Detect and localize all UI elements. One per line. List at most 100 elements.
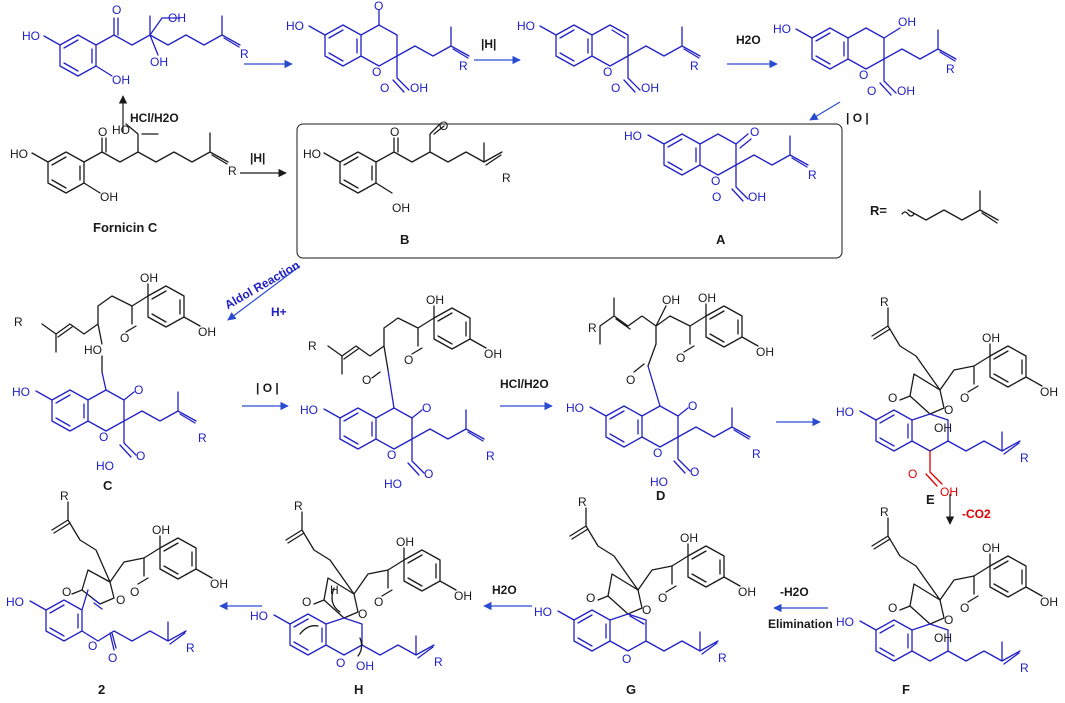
atom-oh: OH: [356, 659, 374, 673]
reagent-co2: -CO2: [962, 507, 991, 521]
atom-ho: HO: [650, 475, 668, 489]
reagent-aldol: Aldol Reaction: [222, 258, 302, 312]
atom-ho: HO: [84, 343, 102, 357]
atom-o: O: [99, 430, 108, 444]
atom-r: R: [228, 164, 237, 178]
atom-ho: HO: [836, 405, 854, 419]
atom-r: R: [186, 641, 195, 655]
atom-o: O: [108, 651, 117, 665]
structure-b: HO OH O O R B: [303, 119, 511, 247]
atom-ho: HO: [96, 459, 114, 473]
atom-oh: OH: [898, 15, 916, 29]
atom-o: O: [750, 125, 759, 139]
atom-o: O: [653, 446, 662, 460]
atom-o: O: [642, 603, 651, 617]
reagent-hcl-mid: HCl/H2O: [500, 377, 549, 391]
atom-o: O: [120, 331, 129, 345]
atom-oh: OH: [152, 523, 170, 537]
atom-r: R: [588, 321, 597, 335]
atom-oh: OH: [100, 190, 118, 204]
structure-c: OH OH O HO R O HO O HO O R C: [12, 271, 216, 493]
atom-o: O: [688, 399, 697, 413]
atom-o: O: [690, 465, 699, 479]
atom-o: O: [908, 467, 917, 481]
reagent-h-mid: |H|: [250, 151, 265, 165]
atom-oh: OH: [150, 55, 168, 69]
atom-r: R: [308, 339, 317, 353]
atom-o: O: [867, 84, 876, 98]
reagent-hplus: H+: [271, 305, 287, 319]
atom-o: O: [944, 613, 953, 627]
structure-a: HO O O O OH R A: [624, 125, 817, 247]
structure-fornicin-c: HO OH O HO R Fornicin C: [10, 123, 237, 235]
atom-o: O: [888, 391, 897, 405]
atom-ho: HO: [10, 147, 28, 161]
atom-ho: HO: [773, 22, 791, 36]
atom-o: O: [626, 373, 635, 387]
reagent-elimination: Elimination: [768, 617, 833, 631]
atom-ho: HO: [624, 129, 642, 143]
atom-o: O: [676, 351, 685, 365]
atom-r: R: [578, 495, 587, 509]
structure-f: OH OH O O O OH R HO R F: [836, 505, 1058, 697]
atom-r: R: [718, 651, 727, 665]
atom-oh: OH: [484, 347, 502, 361]
atom-o: O: [374, 0, 383, 13]
atom-o: O: [888, 601, 897, 615]
label-h: H: [354, 682, 363, 697]
atom-o: O: [390, 125, 399, 139]
atom-o: O: [387, 448, 396, 462]
atom-r: R: [880, 295, 889, 309]
atom-oh: OH: [1040, 385, 1058, 399]
structure-chromanone: HO O O O OH R: [286, 0, 470, 95]
atom-o: O: [944, 403, 953, 417]
atom-oh: OH: [934, 631, 952, 645]
structure-e: OH OH O O O OH R HO R O OH E: [836, 295, 1058, 507]
atom-ho: HO: [112, 123, 130, 137]
r-group-label: R=: [870, 203, 887, 218]
atom-ho: HO: [534, 605, 552, 619]
atom-oh: OH: [198, 325, 216, 339]
atom-ho: HO: [836, 615, 854, 629]
atom-oh: OH: [680, 531, 698, 545]
atom-r: R: [946, 62, 955, 76]
atom-r: R: [752, 447, 761, 461]
atom-r: R: [808, 168, 817, 182]
atom-r: R: [60, 489, 69, 503]
atom-oh: OH: [662, 293, 680, 307]
atom-o: O: [136, 449, 145, 463]
atom-o: O: [134, 383, 143, 397]
atom-oh: OH: [738, 585, 756, 599]
atom-r: R: [880, 505, 889, 519]
atom-oh: OH: [1040, 595, 1058, 609]
atom-o: O: [711, 174, 720, 188]
atom-o: O: [622, 652, 631, 666]
label-b: B: [400, 232, 409, 247]
atom-r: R: [14, 315, 23, 329]
atom-o: O: [380, 81, 389, 95]
label-f: F: [902, 682, 910, 697]
label-e: E: [926, 492, 935, 507]
atom-ho: HO: [566, 401, 584, 415]
atom-r: R: [434, 655, 443, 669]
atom-o: O: [336, 656, 345, 670]
atom-o: O: [404, 353, 413, 367]
r-group-definition: R=: [870, 190, 999, 224]
atom-oh: OH: [396, 535, 414, 549]
atom-oh: OH: [940, 485, 958, 499]
label-d: D: [656, 488, 665, 503]
structure-diketo-acid: HO OH O OH OH R: [22, 3, 249, 87]
atom-o: O: [586, 591, 595, 605]
atom-o: O: [302, 595, 311, 609]
atom-r: R: [1020, 661, 1029, 675]
reagent-h-top: |H|: [481, 37, 496, 51]
atom-o: O: [439, 119, 448, 133]
structure-chromene: HO O O OH R: [517, 19, 701, 95]
atom-oh: OH: [168, 11, 186, 25]
atom-ho: HO: [22, 29, 40, 43]
atom-r: R: [1020, 451, 1029, 465]
atom-oh: OH: [934, 421, 952, 435]
atom-o: O: [960, 391, 969, 405]
structure-product-2: OH OH O O O R HO O O R 2: [6, 489, 228, 697]
atom-r: R: [294, 499, 303, 513]
